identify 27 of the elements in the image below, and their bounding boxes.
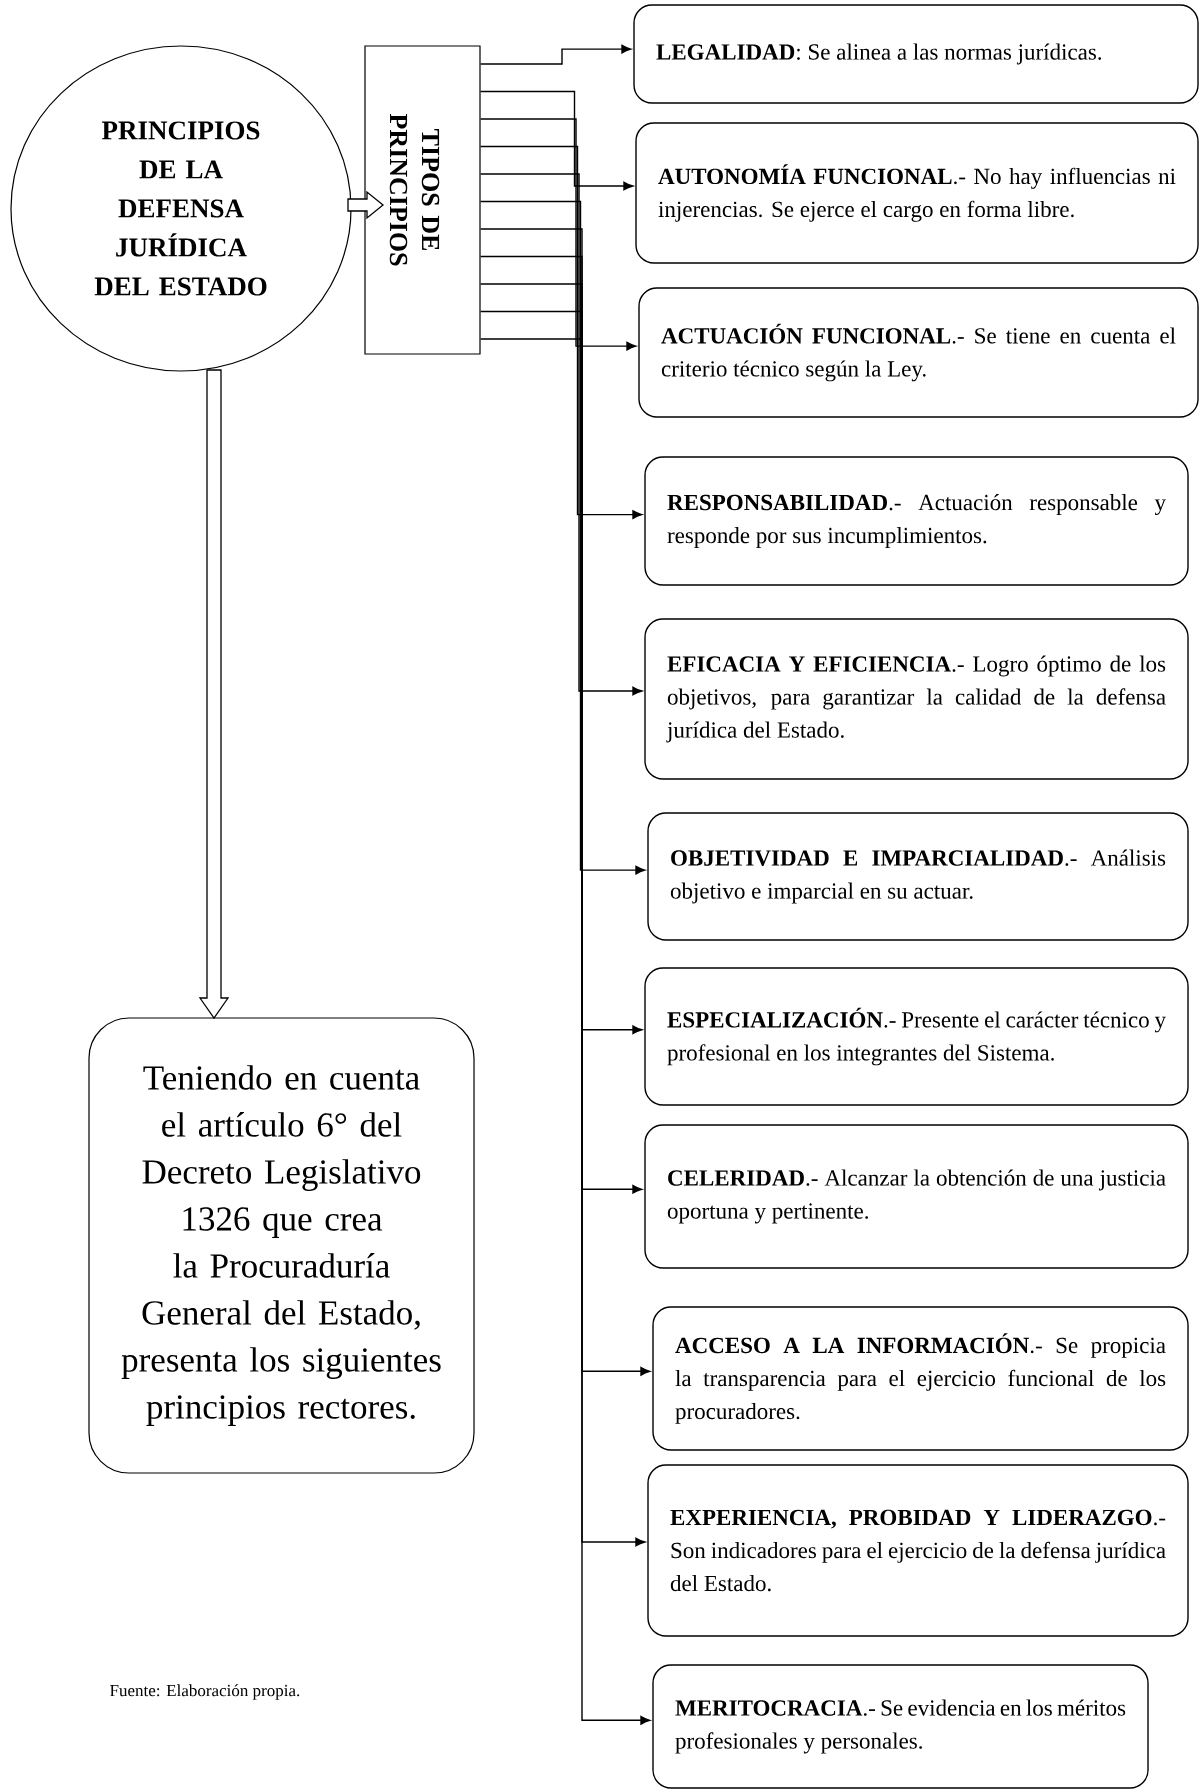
rounded-box: RESPONSABILIDAD.- Actuación responsable y responde por sus incumplimientos. bbox=[644, 456, 1189, 586]
arrow bbox=[479, 200, 646, 875]
rounded-box: ACCESO A LA INFORMACIÓN.- Se propicia la transparencia para el ejercicio funcional de los procuradores. bbox=[652, 1306, 1189, 1451]
arrow bbox=[479, 255, 643, 1194]
block-arrow bbox=[198, 369, 230, 1020]
arrow bbox=[479, 173, 643, 696]
arrow bbox=[479, 145, 643, 520]
block-arrow bbox=[347, 190, 385, 220]
rounded-box: OBJETIVIDAD E IMPARCIALIDAD.- Análisis objetivo e imparcial en su actuar. bbox=[647, 812, 1189, 941]
rounded-box: LEGALIDAD: Se alinea a las normas jurídicas. bbox=[633, 4, 1199, 104]
arrow bbox=[479, 90, 634, 191]
rounded-box: EFICACIA Y EFICIENCIA.- Logro óptimo de los objetivos, para garantizar la calidad de la defensa jurídica del Estado. bbox=[644, 618, 1189, 780]
source-note: Fuente: Elaboración propia. bbox=[110, 1684, 300, 1700]
rectangle-box: TIPOS DE PRINCIPIOS bbox=[364, 45, 481, 355]
arrow bbox=[479, 44, 632, 65]
rounded-box: ACTUACIÓN FUNCIONAL.- Se tiene en cuenta el criterio técnico según la Ley. bbox=[638, 287, 1199, 418]
arrow bbox=[479, 283, 651, 1376]
arrow bbox=[479, 310, 646, 1547]
rounded-box: MERITOCRACIA.- Se evidencia en los méritos profesionales y personales. bbox=[652, 1664, 1149, 1789]
arrow bbox=[479, 228, 643, 1035]
rounded-box: EXPERIENCIA, PROBIDAD Y LIDERAZGO.- Son indicadores para el ejercicio de la defensa jurídica del Estado. bbox=[647, 1464, 1189, 1637]
rounded-box: ESPECIALIZACIÓN.- Presente el carácter técnico y profesional en los integrantes del Sistema. bbox=[644, 967, 1189, 1106]
arrow bbox=[479, 338, 651, 1725]
arrow bbox=[479, 118, 637, 351]
rounded-box: CELERIDAD.- Alcanzar la obtención de una justicia oportuna y pertinente. bbox=[644, 1124, 1189, 1269]
rounded-box: Teniendo en cuenta el artículo 6° del Decreto Legislativo 1326 que crea la Procuraduría General del Estado, presenta los siguientes principios rectores. bbox=[88, 1017, 475, 1474]
rounded-box: AUTONOMÍA FUNCIONAL.- No hay influencias ni injerencias. Se ejerce el cargo en forma libre. bbox=[635, 122, 1199, 264]
